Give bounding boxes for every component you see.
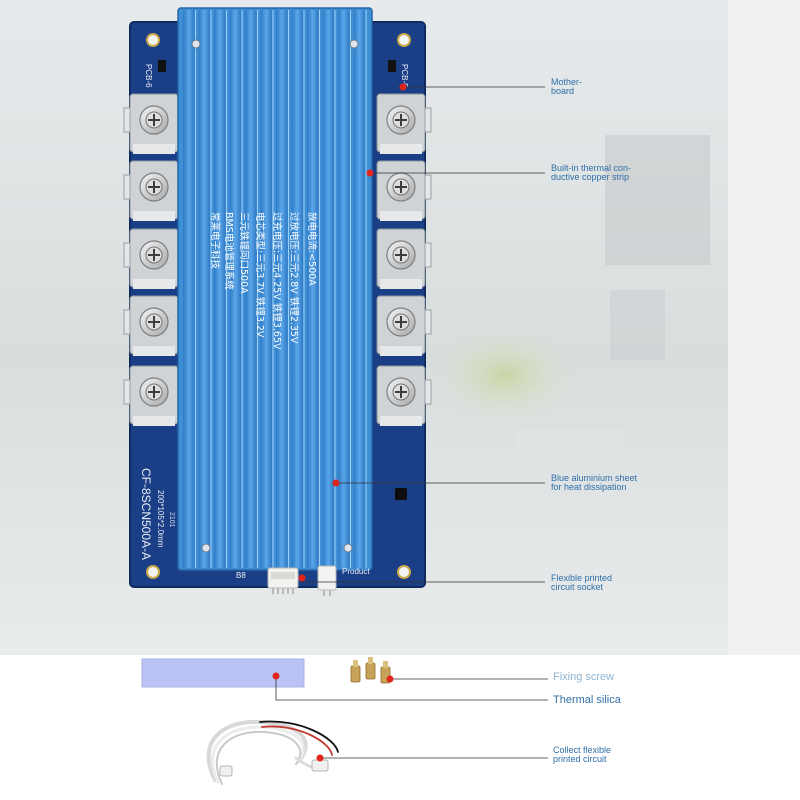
- copper-strip: [380, 346, 422, 356]
- window-edge: [728, 0, 800, 655]
- blurred-frame: [605, 135, 710, 265]
- pcb-pad-right: [388, 60, 396, 72]
- pcb-component: [395, 488, 407, 500]
- terminal-tab: [424, 309, 432, 335]
- copper-strip: [380, 279, 422, 289]
- heatsink-fin: [198, 10, 210, 568]
- pcb-silkscreen: CF-8SCN500A-A 200*105*2.0mm 2101 PCB-6 P…: [139, 64, 409, 580]
- terminal-tab: [123, 174, 131, 200]
- right-terminal-strip: [376, 93, 432, 426]
- pcb-model-label: CF-8SCN500A-A: [139, 468, 153, 560]
- heatsink-fin: [183, 10, 195, 568]
- busbar-terminal: [129, 295, 179, 356]
- thermal-silica-pad: [141, 658, 305, 688]
- blurred-shelf: [515, 430, 625, 450]
- callout-collect-fpc: Collect flexible printed circuit: [553, 745, 612, 765]
- lower-background: [0, 655, 800, 800]
- pcb-product-label: Product: [342, 567, 370, 576]
- heatsink-text-line: BMS电池管理系统: [223, 212, 235, 290]
- busbar-terminal: [376, 295, 426, 356]
- terminal-tab: [123, 107, 131, 133]
- heatsink-fin: [338, 10, 350, 568]
- left-terminal-strip: [123, 93, 179, 426]
- heatsink-fin: [307, 10, 319, 568]
- callout-fixing-screw: Fixing screw: [553, 671, 615, 683]
- callout-aluminium: Blue aluminium sheet for heat dissipatio…: [551, 473, 638, 493]
- heatsink-fin: [353, 10, 365, 568]
- pcb-pad-left: [158, 60, 166, 72]
- copper-strip: [133, 346, 175, 356]
- copper-strip: [380, 211, 422, 221]
- mounting-holes: [146, 33, 411, 579]
- blurred-frame-2: [610, 290, 665, 360]
- terminal-tab: [123, 309, 131, 335]
- terminal-tab: [123, 242, 131, 268]
- heatsink-fin: [260, 10, 272, 568]
- heatsink-fin: [214, 10, 226, 568]
- heatsink-text-line: 常莱电子科技: [209, 212, 221, 270]
- heatsink-fin: [229, 10, 241, 568]
- heatsink-text-line: 电芯类型:三元3.7V 铁锂3.2V: [254, 212, 266, 338]
- callout-thermal-silica: Thermal silica: [553, 694, 621, 706]
- heatsink-screws: [191, 39, 359, 553]
- callout-socket: Flexible printed circuit socket: [551, 573, 613, 593]
- heatsink-fin: [322, 10, 334, 568]
- copper-strip: [133, 144, 175, 154]
- callout-motherboard: Mother- board: [551, 77, 583, 97]
- terminal-tab: [424, 174, 432, 200]
- terminal-tab: [424, 242, 432, 268]
- fpc-socket: [267, 565, 337, 596]
- pcb-right-label: PCB-5: [400, 64, 409, 88]
- busbar-terminal: [129, 160, 179, 221]
- pointer-dots: [272, 83, 407, 762]
- busbar-terminal: [129, 365, 179, 426]
- collect-fpc-harness: [206, 719, 339, 785]
- callout-thermal-strip: Built-in thermal con- ductive copper str…: [551, 163, 632, 183]
- busbar-terminal: [376, 93, 426, 154]
- heatsink-text-line: 放电电流:<500A: [306, 212, 318, 286]
- pcb-b8-label: B8: [236, 571, 246, 580]
- busbar-terminal: [376, 228, 426, 289]
- copper-strip: [133, 416, 175, 426]
- copper-strip: [380, 416, 422, 426]
- pcb-code-label: 2101: [168, 512, 175, 528]
- copper-strip: [133, 211, 175, 221]
- busbar-terminal: [376, 365, 426, 426]
- heatsink-fin: [276, 10, 288, 568]
- heatsink-text-line: 过充电压:三元4.25V 铁锂3.65V: [271, 212, 283, 350]
- copper-strip: [133, 279, 175, 289]
- copper-strip: [380, 144, 422, 154]
- terminal-tab: [424, 107, 432, 133]
- terminal-tab: [123, 379, 131, 405]
- busbar-terminal: [376, 160, 426, 221]
- heatsink-text-line: 三元铁锂同口500A: [238, 212, 250, 294]
- heatsink-text-line: 过放电压:三元2.8V 铁锂2.35V: [288, 212, 300, 344]
- heatsink-fins: [183, 10, 367, 568]
- busbar-terminal: [129, 228, 179, 289]
- pcb-size-label: 200*105*2.0mm: [156, 490, 165, 548]
- pcb-left-label: PCB-6: [144, 64, 153, 88]
- busbar-terminal: [129, 93, 179, 154]
- heatsink-fin: [291, 10, 303, 568]
- heatsink-fin: [245, 10, 257, 568]
- blurred-chair: [430, 325, 580, 425]
- terminal-tab: [424, 379, 432, 405]
